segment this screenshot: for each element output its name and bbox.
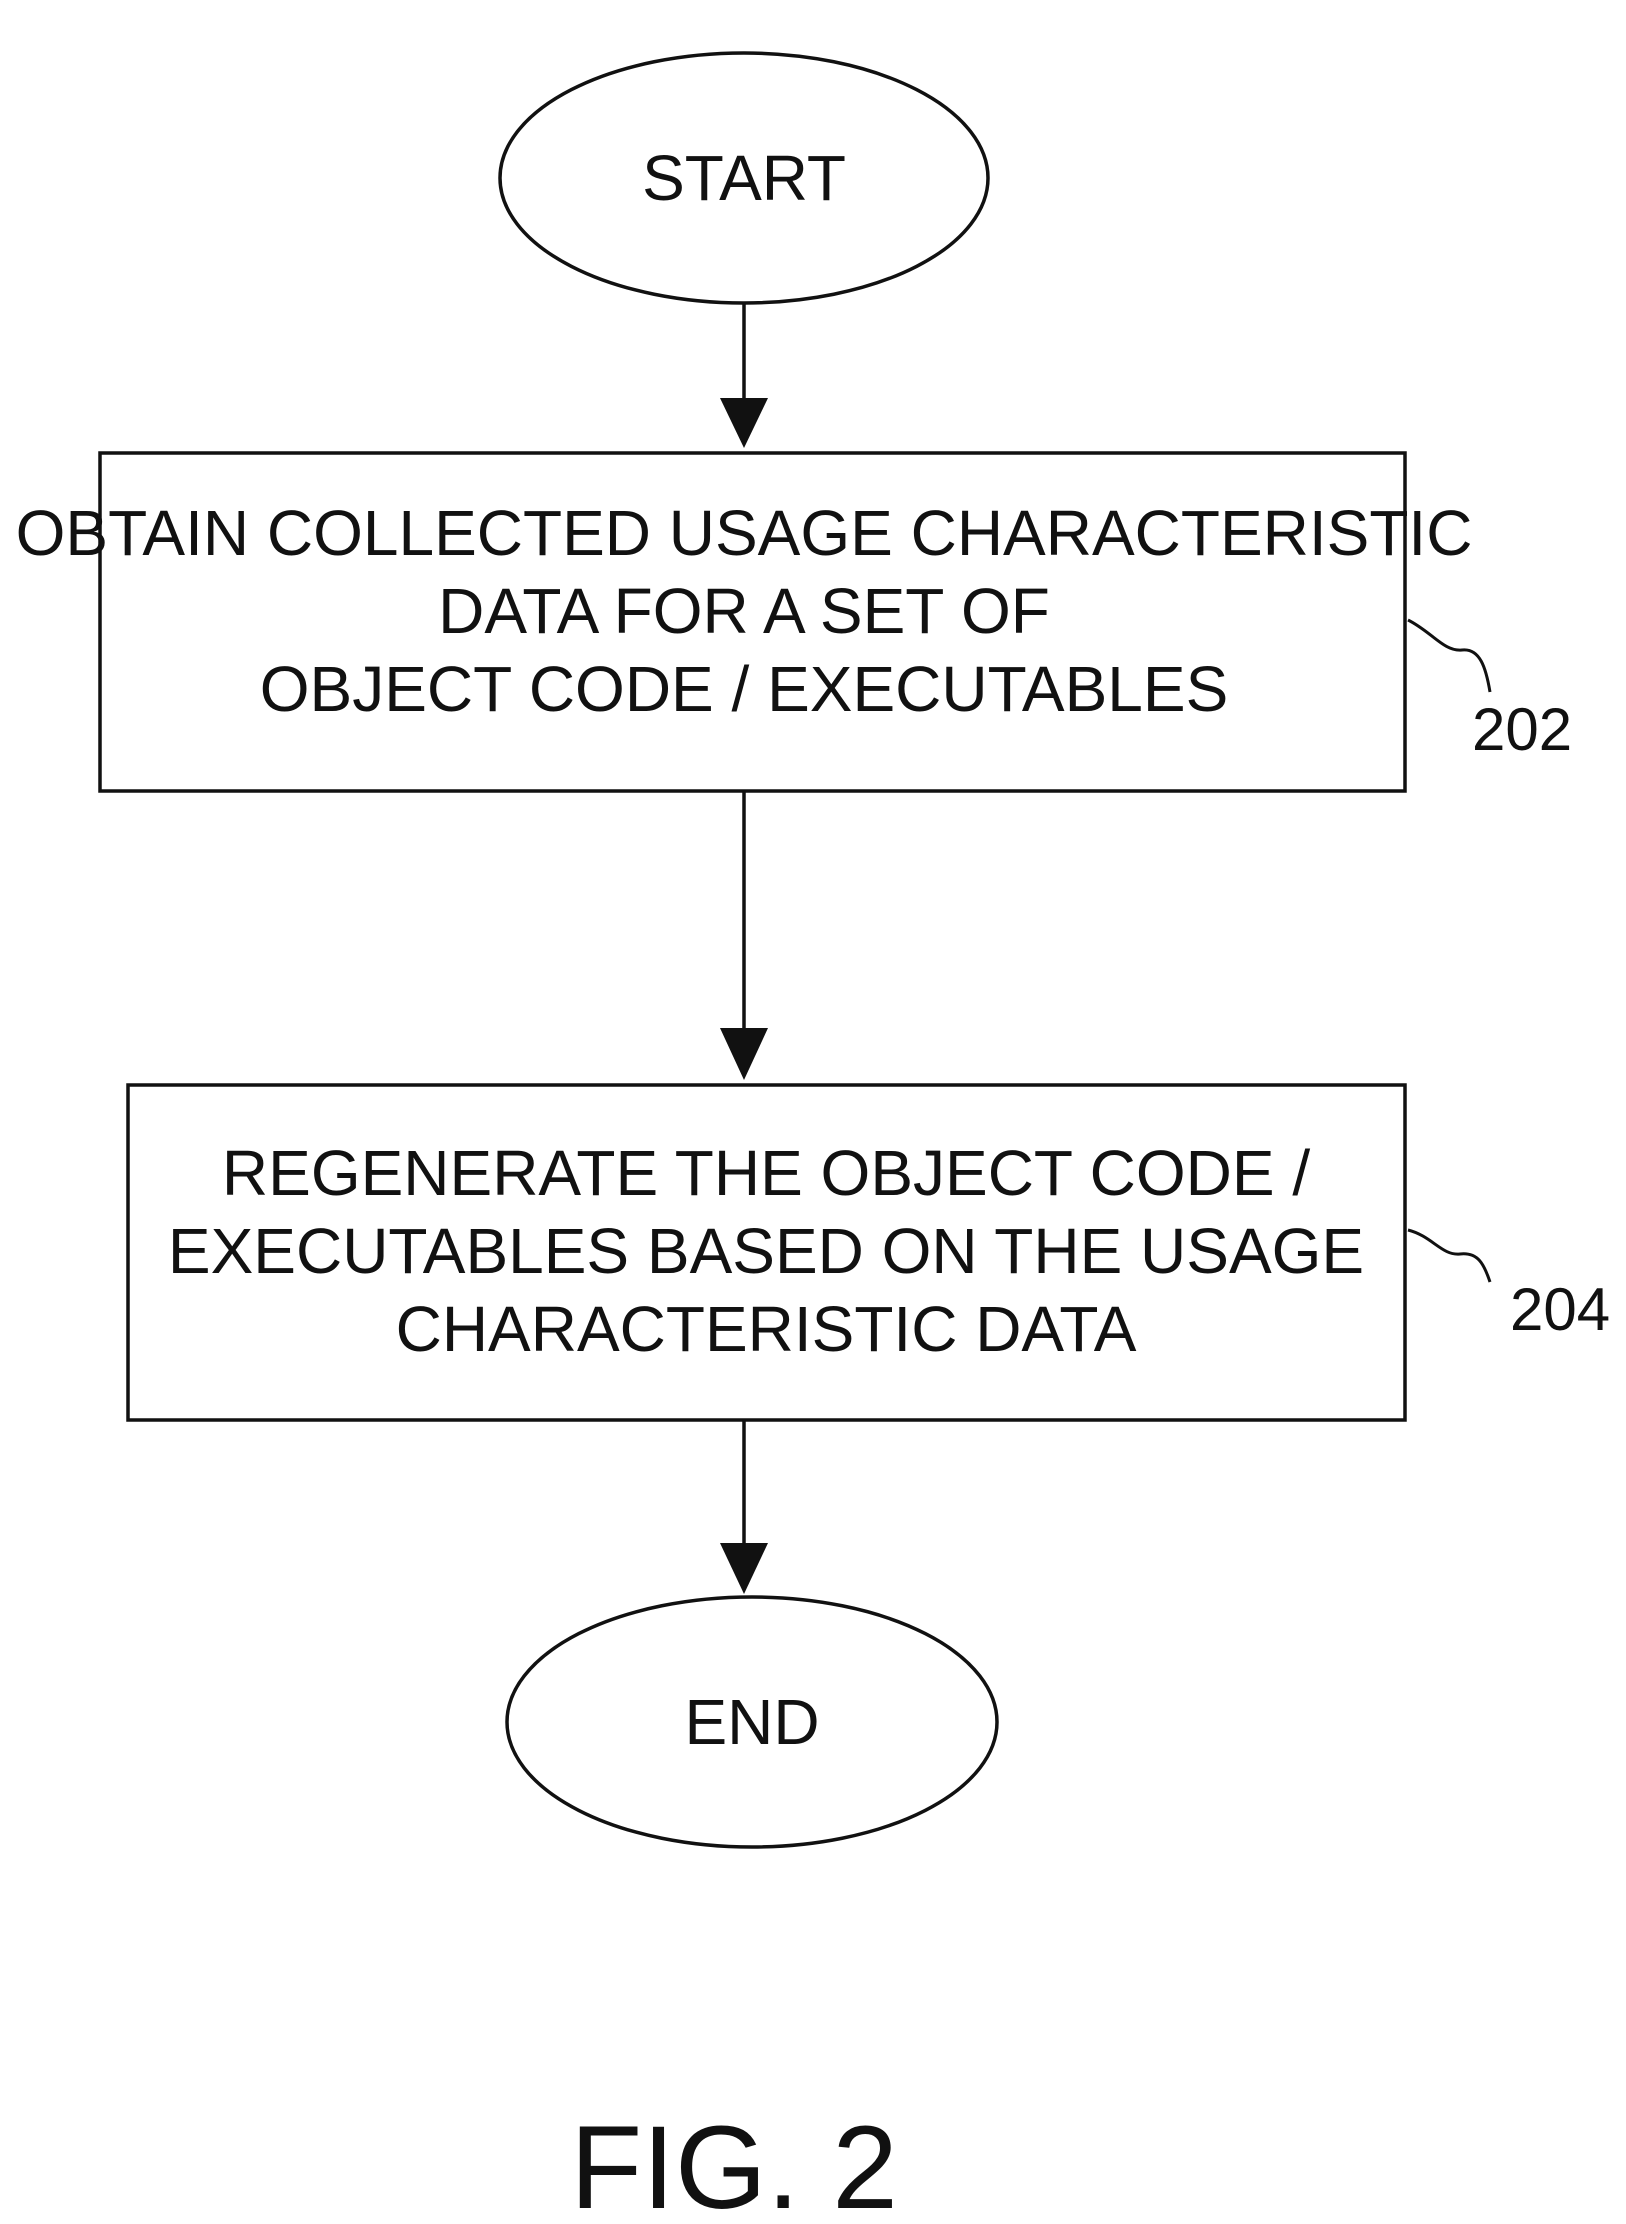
step-204-line-1: REGENERATE THE OBJECT CODE / [222, 1137, 1310, 1209]
figure-label: FIG. 2 [570, 2102, 898, 2224]
step-202-line-3: OBJECT CODE / EXECUTABLES [260, 653, 1229, 725]
arrow-202-to-204 [720, 791, 768, 1080]
ref-204-label: 204 [1510, 1276, 1610, 1343]
ref-202: 202 [1408, 620, 1572, 763]
arrow-204-to-end [720, 1420, 768, 1594]
step-204-line-2: EXECUTABLES BASED ON THE USAGE [168, 1215, 1364, 1287]
ref-202-label: 202 [1472, 696, 1572, 763]
ref-204: 204 [1408, 1230, 1610, 1343]
process-step-204: REGENERATE THE OBJECT CODE / EXECUTABLES… [128, 1085, 1405, 1420]
end-label: END [684, 1686, 819, 1758]
end-terminal: END [507, 1597, 997, 1847]
step-202-line-2: DATA FOR A SET OF [438, 575, 1050, 647]
ref-204-leader [1408, 1230, 1490, 1282]
arrow-start-to-202 [720, 303, 768, 448]
ref-202-leader [1408, 620, 1490, 692]
step-202-line-1: OBTAIN COLLECTED USAGE CHARACTERISTIC [16, 497, 1473, 569]
step-204-line-3: CHARACTERISTIC DATA [396, 1293, 1137, 1365]
start-label: START [642, 142, 846, 214]
process-step-202: OBTAIN COLLECTED USAGE CHARACTERISTIC DA… [16, 453, 1473, 791]
start-terminal: START [500, 53, 988, 303]
